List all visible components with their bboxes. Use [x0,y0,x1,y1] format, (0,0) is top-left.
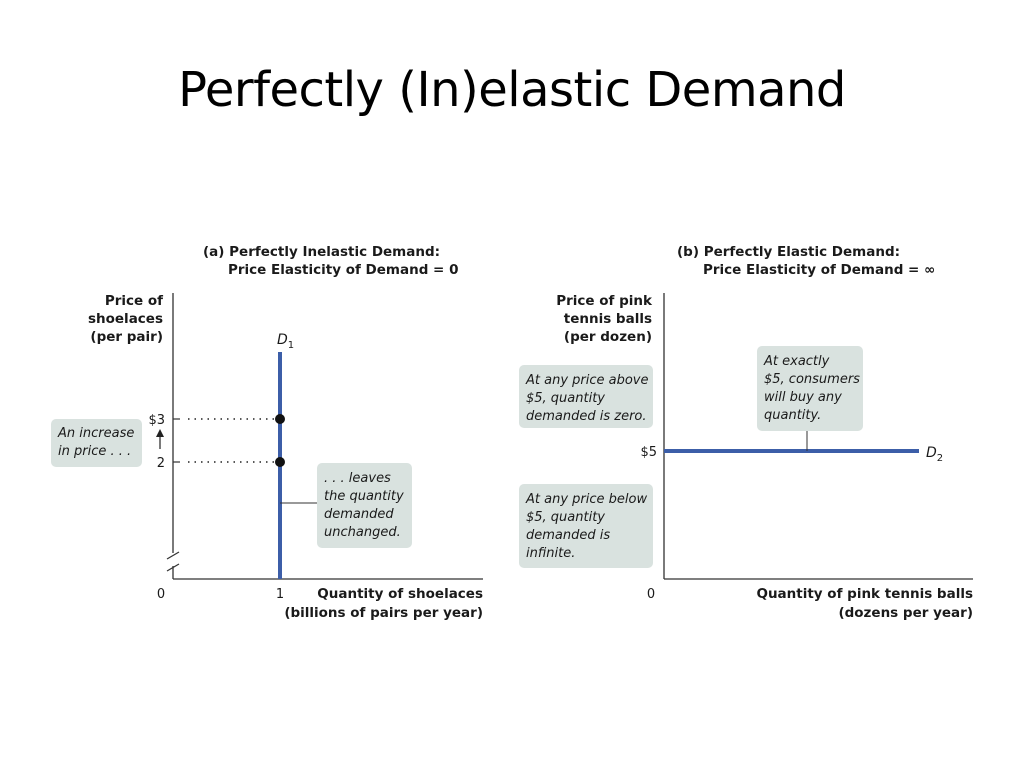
panel-b: (b) Perfectly Elastic Demand: Price Elas… [519,244,973,621]
panel-a-x-tick-0: 0 [157,587,165,602]
panel-b-note-below-line4: infinite. [526,546,575,561]
panel-b-note-below-line2: $5, quantity [526,510,605,525]
panel-a-xlabel-line2: (billions of pairs per year) [284,605,483,621]
panel-a-note-increase-line2: in price . . . [58,444,131,459]
panel-a-ylabel-line2: shoelaces [88,311,163,327]
panel-b-curve-name: D [926,445,937,461]
panel-b-note-below [519,484,653,568]
panel-a-ylabel-line3: (per pair) [90,329,163,345]
panel-b-note-exactly-line2: $5, consumers [764,372,860,387]
arrow-up-icon [156,429,164,437]
panel-a-curve-name: D [277,332,288,348]
panel-b-title-line2: Price Elasticity of Demand = ∞ [703,262,935,278]
panel-a-y-tick-2: 2 [157,456,165,471]
panel-b-note-exactly-line3: will buy any [764,390,842,405]
panel-a-point-3 [275,414,285,424]
panel-a-axis-break-mark [166,551,180,560]
panel-a-curve-label: D1 [277,332,294,351]
panel-b-ylabel-line2: tennis balls [564,311,652,327]
panel-a-point-2 [275,457,285,467]
panel-b-x-tick-0: 0 [647,587,655,602]
panel-a: (a) Perfectly Inelastic Demand: Price El… [51,244,483,621]
panel-b-note-above [519,365,653,428]
panel-b-note-below-line3: demanded is [526,528,610,543]
panel-b-curve-label: D2 [926,445,943,464]
panel-a-note-unchanged-line3: demanded [324,507,394,522]
panel-b-note-exactly-line4: quantity. [764,408,821,423]
panel-b-note-below-line1: At any price below [525,492,647,507]
panel-b-note-above-line1: At any price above [525,373,649,388]
panel-a-note-unchanged-line4: unchanged. [324,525,401,540]
panel-b-curve-subscript: 2 [937,453,943,464]
panel-a-ylabel-line1: Price of [105,293,163,309]
panel-a-note-unchanged-line1: . . . leaves [324,471,391,486]
panel-a-axis-break-mark [166,563,180,572]
panel-b-ylabel-line3: (per dozen) [564,329,652,345]
panel-a-y-tick-3: $3 [148,413,165,428]
panel-a-xlabel-line1: Quantity of shoelaces [317,586,483,602]
panel-b-note-above-line2: $5, quantity [526,391,605,406]
panel-a-x-tick-1: 1 [276,587,284,602]
panel-a-title-line1: (a) Perfectly Inelastic Demand: [203,244,440,260]
panel-a-title-line2: Price Elasticity of Demand = 0 [228,262,458,278]
panel-b-xlabel-line2: (dozens per year) [838,605,973,621]
panel-a-note-increase [51,419,142,467]
panel-b-xlabel-line1: Quantity of pink tennis balls [756,586,973,602]
panel-b-ylabel-line1: Price of pink [556,293,653,309]
panel-b-note-exactly-line1: At exactly [763,354,830,369]
panel-a-note-unchanged [317,463,412,548]
panel-b-note-above-line3: demanded is zero. [526,409,647,424]
panel-a-curve-subscript: 1 [288,340,294,351]
panel-a-note-increase-line1: An increase [57,426,134,441]
panel-b-note-exactly [757,346,863,431]
panel-b-y-tick-5: $5 [640,445,657,460]
slide-title: Perfectly (In)elastic Demand [178,62,846,118]
panel-a-note-unchanged-line2: the quantity [324,489,404,504]
panel-b-title-line1: (b) Perfectly Elastic Demand: [677,244,900,260]
